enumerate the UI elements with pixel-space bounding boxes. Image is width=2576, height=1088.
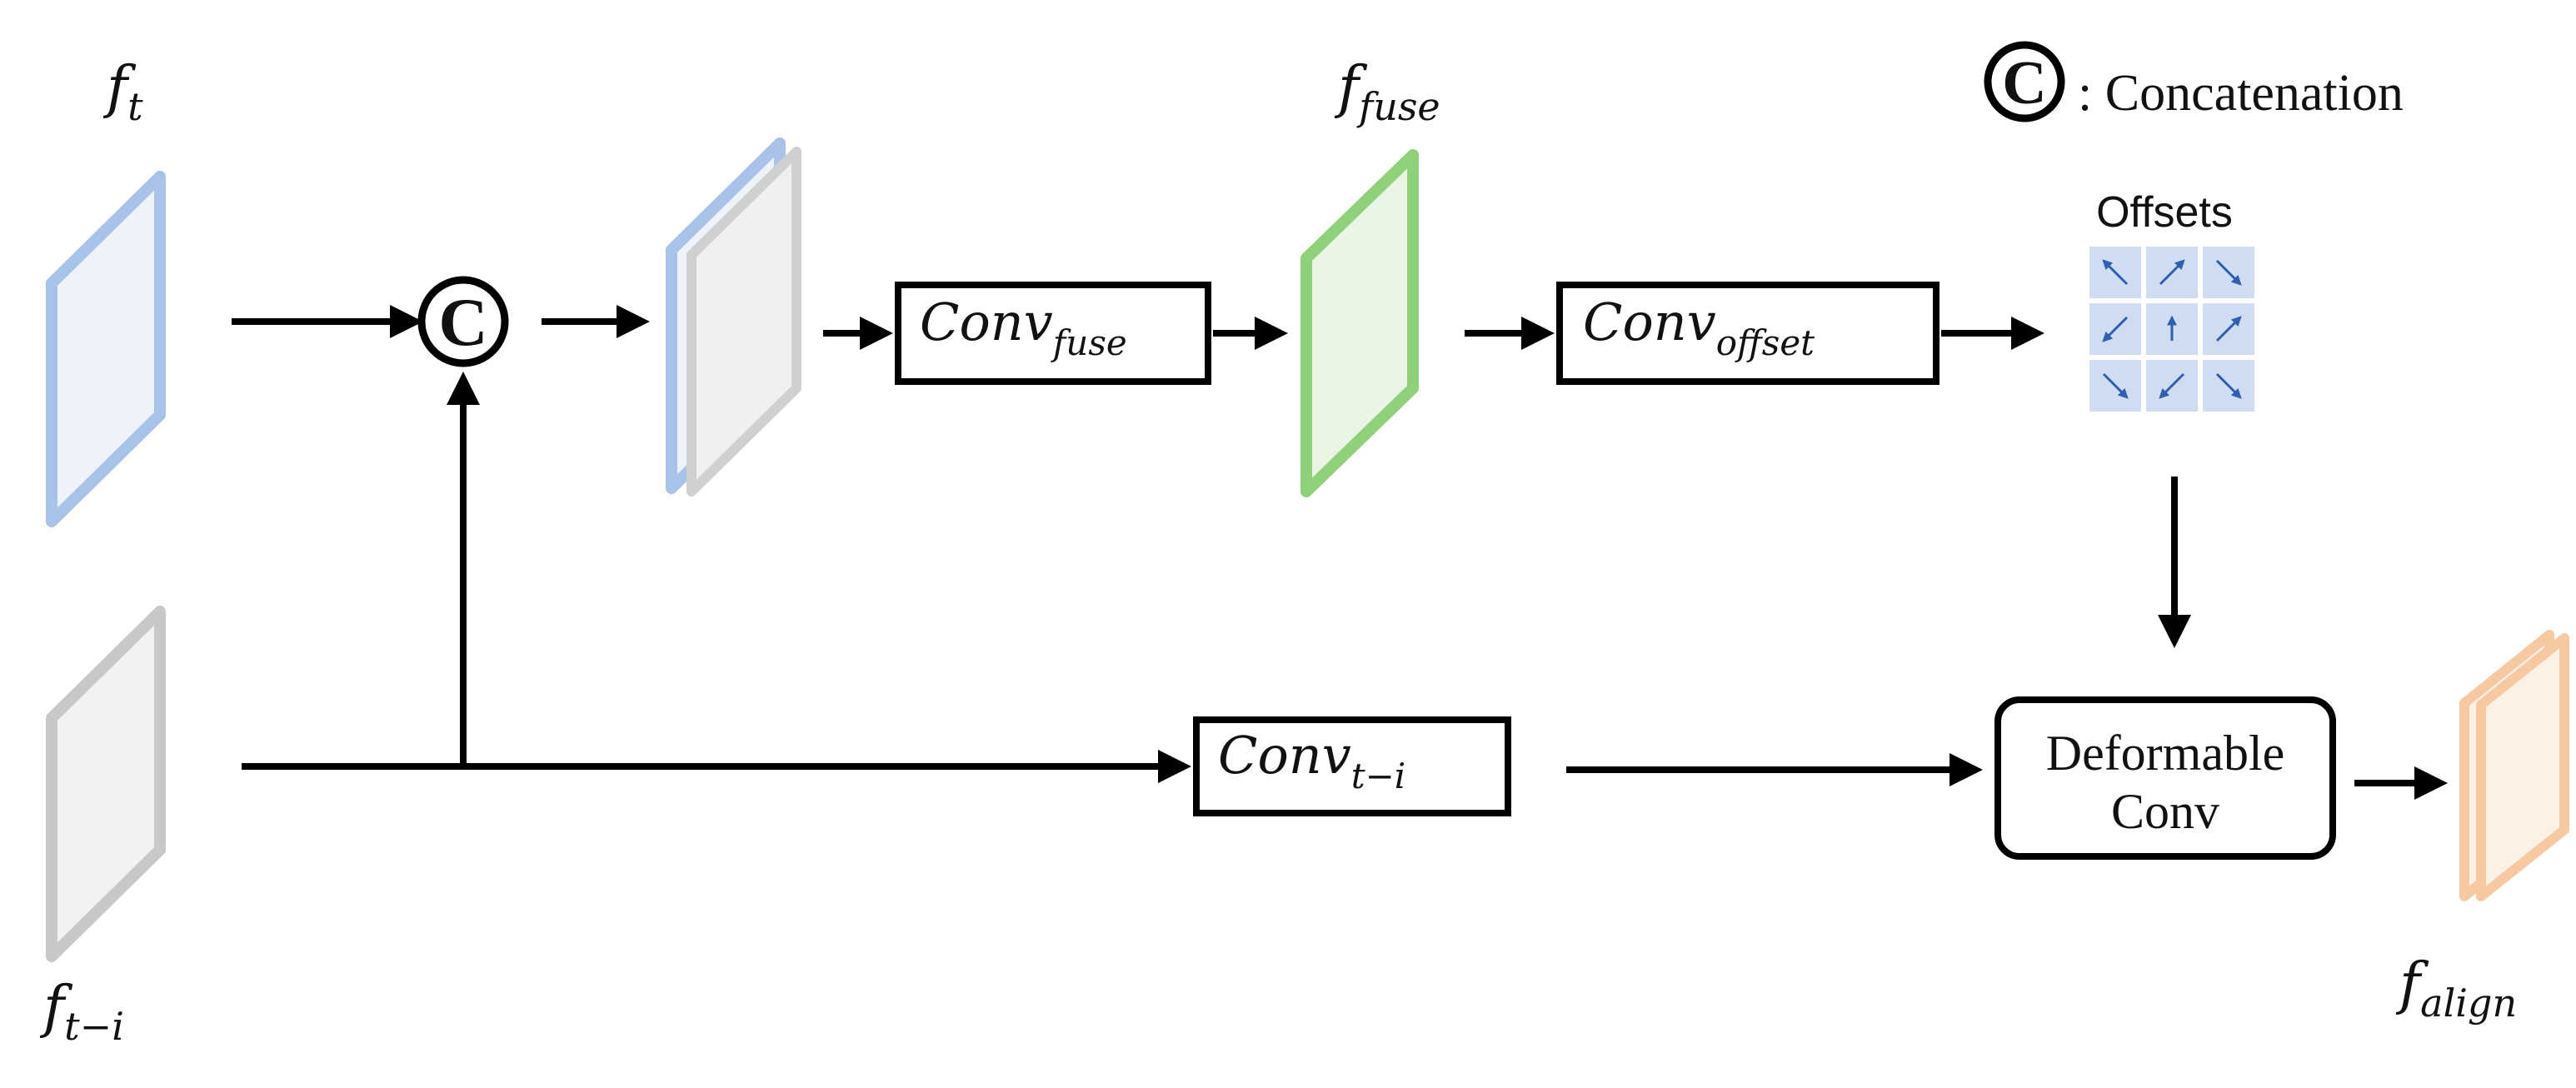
arrows: [232, 305, 2448, 800]
feature-map-f-t: [46, 171, 166, 527]
offsets-grid: Offsets: [2089, 188, 2254, 412]
svg-text:Deformable: Deformable: [2046, 726, 2285, 781]
legend-concat-symbol: [1984, 41, 2065, 122]
feature-map-f-align: [2459, 630, 2569, 901]
offset-arrow-icon: [2215, 372, 2242, 399]
offset-arrow-icon: [2102, 259, 2129, 286]
label-f-t: ft: [102, 55, 143, 129]
svg-text:Conv: Conv: [2111, 784, 2219, 839]
conv-fuse-box: Convfuse: [895, 282, 1211, 385]
label-f-t-minus-i: ft−i: [39, 975, 124, 1049]
label-f-fuse: ffuse: [1334, 55, 1440, 129]
concat-node: C: [417, 276, 509, 367]
legend: C : Concatenation: [1984, 41, 2404, 122]
offset-arrow-icon: [2215, 316, 2242, 342]
offset-arrow-icon: [2215, 259, 2242, 286]
offset-arrow-icon: [2159, 372, 2185, 399]
conv-t-minus-i-box: Convt−i: [1193, 716, 1511, 816]
feature-map-f-fuse: [1300, 149, 1419, 497]
svg-text:Convfuse: Convfuse: [920, 292, 1127, 363]
conv-offset-box: Convoffset: [1556, 282, 1939, 385]
deformable-conv-box: Deformable Conv: [1994, 696, 2336, 860]
legend-text: : Concatenation: [2078, 65, 2404, 122]
legend-concat-letter: C: [2002, 49, 2046, 117]
svg-text:C: C: [438, 284, 487, 360]
svg-text:Convt−i: Convt−i: [1218, 725, 1405, 796]
offset-arrow-icon: [2159, 259, 2185, 286]
offset-arrow-icon: [2102, 372, 2129, 399]
label-f-align: falign: [2395, 951, 2517, 1026]
svg-text:Convoffset: Convoffset: [1583, 292, 1815, 363]
feature-map-concatenated: [666, 137, 801, 497]
offsets-label: Offsets: [2096, 188, 2233, 237]
feature-map-f-t-minus-i: [46, 606, 166, 962]
offset-arrow-icon: [2102, 316, 2129, 342]
